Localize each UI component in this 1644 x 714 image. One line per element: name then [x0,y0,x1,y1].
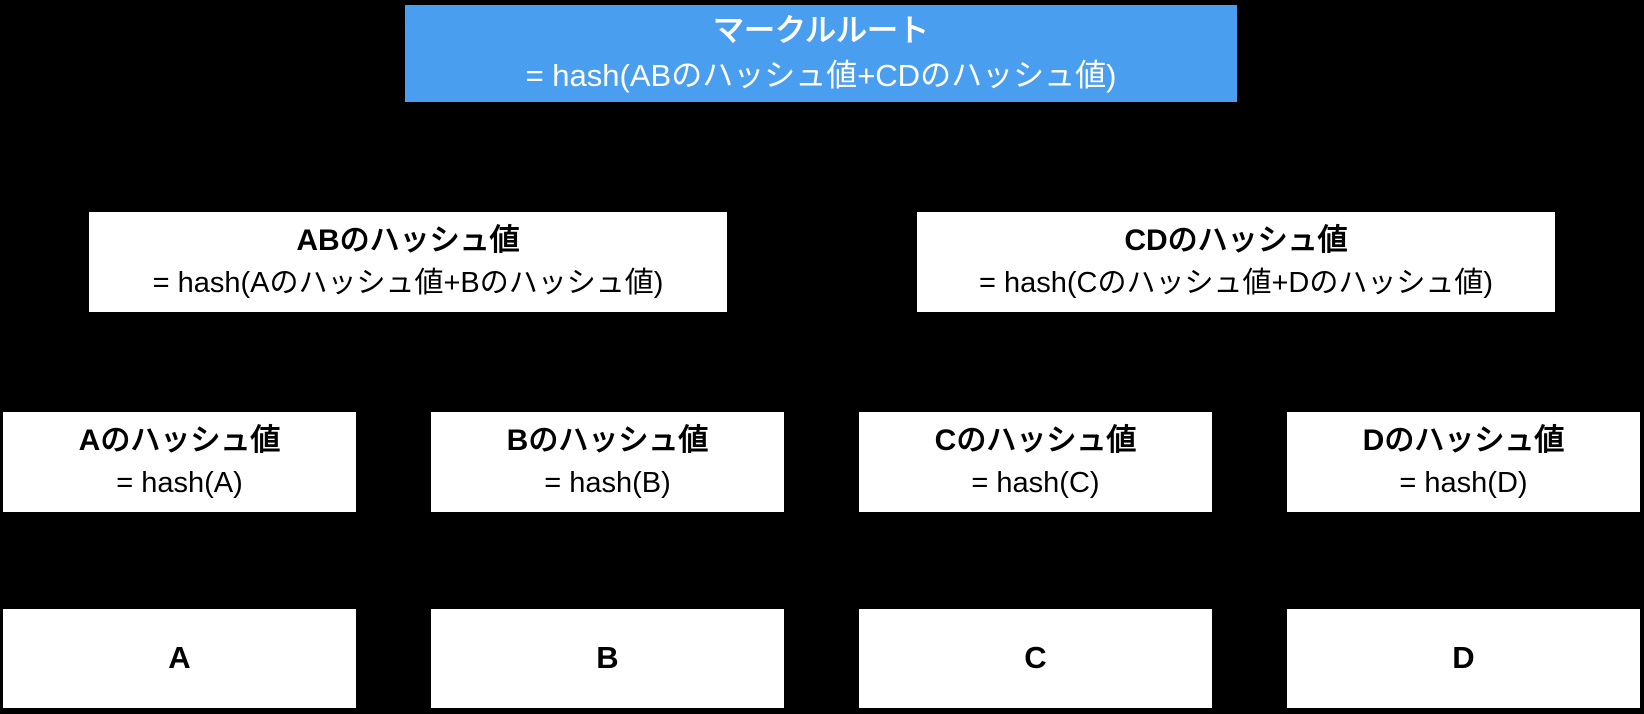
leaf-hash-c-formula: = hash(C) [971,466,1100,499]
branch-hash-cd-formula: = hash(Cのハッシュ値+Dのハッシュ値) [978,266,1493,299]
data-block-a-label: A [168,640,191,676]
data-block-a: A [3,609,356,708]
branch-hash-cd-title: CDのハッシュ値 [1124,224,1348,258]
leaf-hash-b-formula: = hash(B) [544,466,671,499]
merkle-root-title: マークルルート [712,13,930,49]
data-block-d-label: D [1452,640,1475,676]
branch-hash-ab-formula: = hash(Aのハッシュ値+Bのハッシュ値) [152,266,664,299]
data-block-b: B [431,609,784,708]
leaf-hash-d-title: Dのハッシュ値 [1362,424,1565,458]
leaf-hash-b-title: Bのハッシュ値 [506,424,709,458]
data-block-b-label: B [596,640,619,676]
merkle-root-formula: = hash(ABのハッシュ値+CDのハッシュ値) [525,57,1117,93]
data-block-d: D [1287,609,1640,708]
leaf-hash-node-d: Dのハッシュ値 = hash(D) [1287,412,1640,512]
leaf-hash-node-c: Cのハッシュ値 = hash(C) [859,412,1212,512]
leaf-hash-d-formula: = hash(D) [1399,466,1528,499]
branch-hash-ab-title: ABのハッシュ値 [296,224,520,258]
branch-hash-node-cd: CDのハッシュ値 = hash(Cのハッシュ値+Dのハッシュ値) [917,212,1555,312]
leaf-hash-a-formula: = hash(A) [116,466,243,499]
branch-hash-node-ab: ABのハッシュ値 = hash(Aのハッシュ値+Bのハッシュ値) [89,212,727,312]
leaf-hash-c-title: Cのハッシュ値 [934,424,1137,458]
merkle-root-node: マークルルート = hash(ABのハッシュ値+CDのハッシュ値) [405,5,1237,102]
leaf-hash-node-a: Aのハッシュ値 = hash(A) [3,412,356,512]
data-block-c: C [859,609,1212,708]
leaf-hash-node-b: Bのハッシュ値 = hash(B) [431,412,784,512]
leaf-hash-a-title: Aのハッシュ値 [78,424,281,458]
data-block-c-label: C [1024,640,1047,676]
